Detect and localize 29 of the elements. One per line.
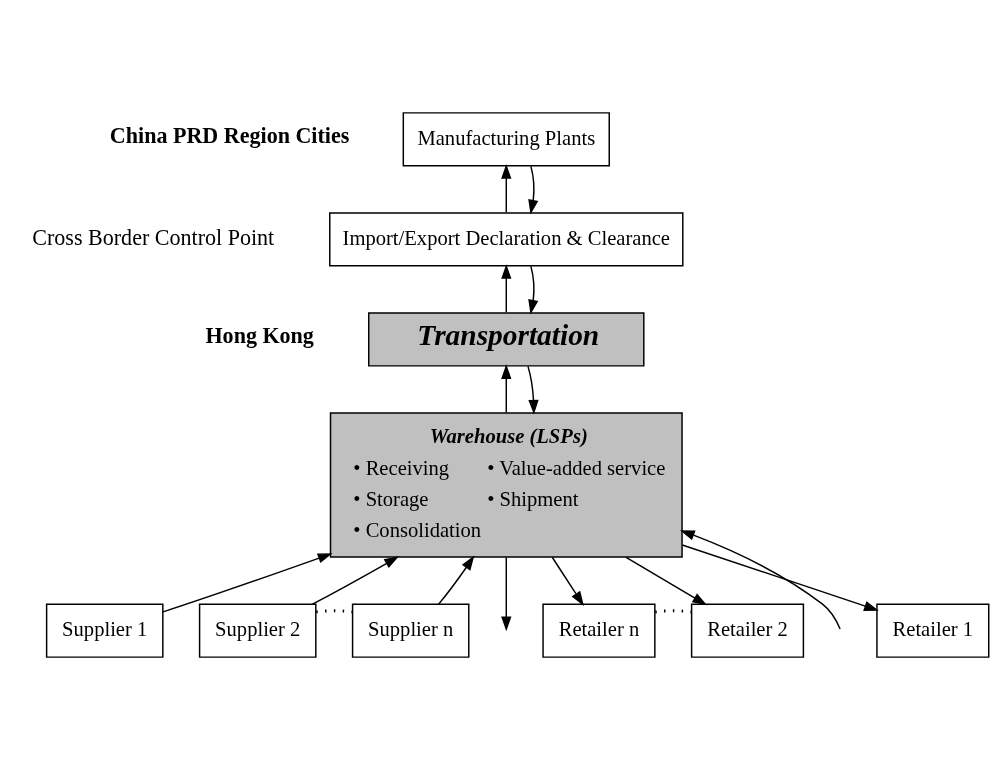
arrow	[527, 365, 539, 415]
node-box: Retailer 1	[876, 602, 990, 658]
arrow	[437, 555, 475, 605]
arrow	[311, 555, 399, 605]
arrow	[625, 556, 708, 605]
node-box: Retailer 2	[690, 602, 805, 658]
arrow	[680, 529, 841, 630]
arrow	[501, 556, 512, 631]
arrow	[528, 165, 539, 214]
label: Cross Border Control Point	[32, 224, 275, 250]
node-box: Warehouse (LSPs) • Receiving • Value-added service • Storage • Shipment • Consolidation	[329, 411, 683, 558]
arrow	[501, 363, 512, 413]
node-box: Transportation	[368, 311, 645, 367]
node-box: Manufacturing Plants	[402, 111, 610, 167]
arrow	[528, 265, 539, 314]
node-box: Supplier n	[351, 602, 470, 658]
arrow	[551, 556, 584, 606]
arrow	[681, 543, 879, 611]
label: Hong Kong	[205, 322, 314, 348]
connector	[655, 608, 692, 613]
arrow	[501, 263, 512, 313]
node-box: Supplier 2	[198, 602, 317, 658]
arrow	[162, 552, 333, 613]
node-box: Retailer n	[542, 602, 656, 658]
arrow	[501, 163, 512, 213]
node-box: Supplier 1	[45, 602, 164, 658]
label: China PRD Region Cities	[109, 122, 350, 148]
connector	[316, 608, 353, 613]
node-box: Import/Export Declaration & Clearance	[329, 211, 684, 267]
